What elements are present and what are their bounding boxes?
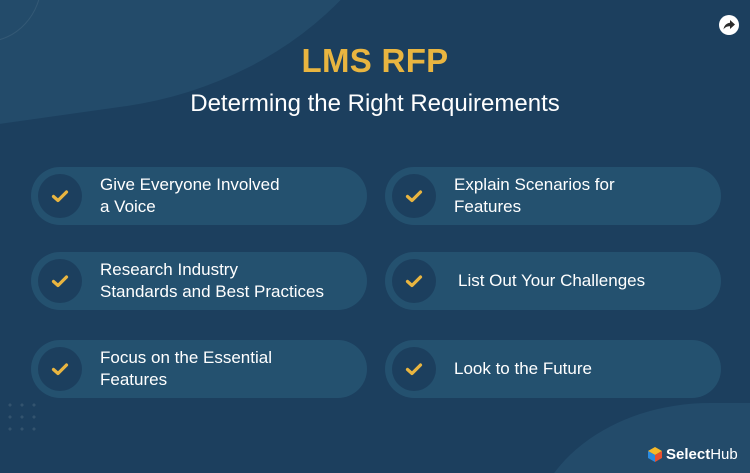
check-badge xyxy=(38,347,82,391)
page-subtitle: Determing the Right Requirements xyxy=(190,90,560,117)
check-badge xyxy=(392,259,436,303)
check-icon xyxy=(405,363,423,376)
cube-logo-icon xyxy=(648,447,662,462)
decorative-dot-grid xyxy=(4,399,44,439)
check-badge xyxy=(392,174,436,218)
requirement-card-6: Look to the Future xyxy=(385,340,721,398)
requirement-label: List Out Your Challenges xyxy=(458,271,646,290)
check-badge xyxy=(38,174,82,218)
check-badge xyxy=(392,347,436,391)
check-badge xyxy=(38,259,82,303)
requirement-card-4: List Out Your Challenges xyxy=(385,252,721,310)
check-icon xyxy=(51,275,69,288)
check-icon xyxy=(405,190,423,203)
check-icon xyxy=(51,190,69,203)
requirement-label: Look to the Future xyxy=(454,359,592,378)
check-icon xyxy=(51,363,69,376)
selecthub-logo: SelectHub xyxy=(648,446,738,463)
check-icon xyxy=(405,275,423,288)
share-icon xyxy=(723,20,735,30)
page-title: LMS RFP xyxy=(301,42,449,79)
share-button[interactable] xyxy=(719,15,739,35)
